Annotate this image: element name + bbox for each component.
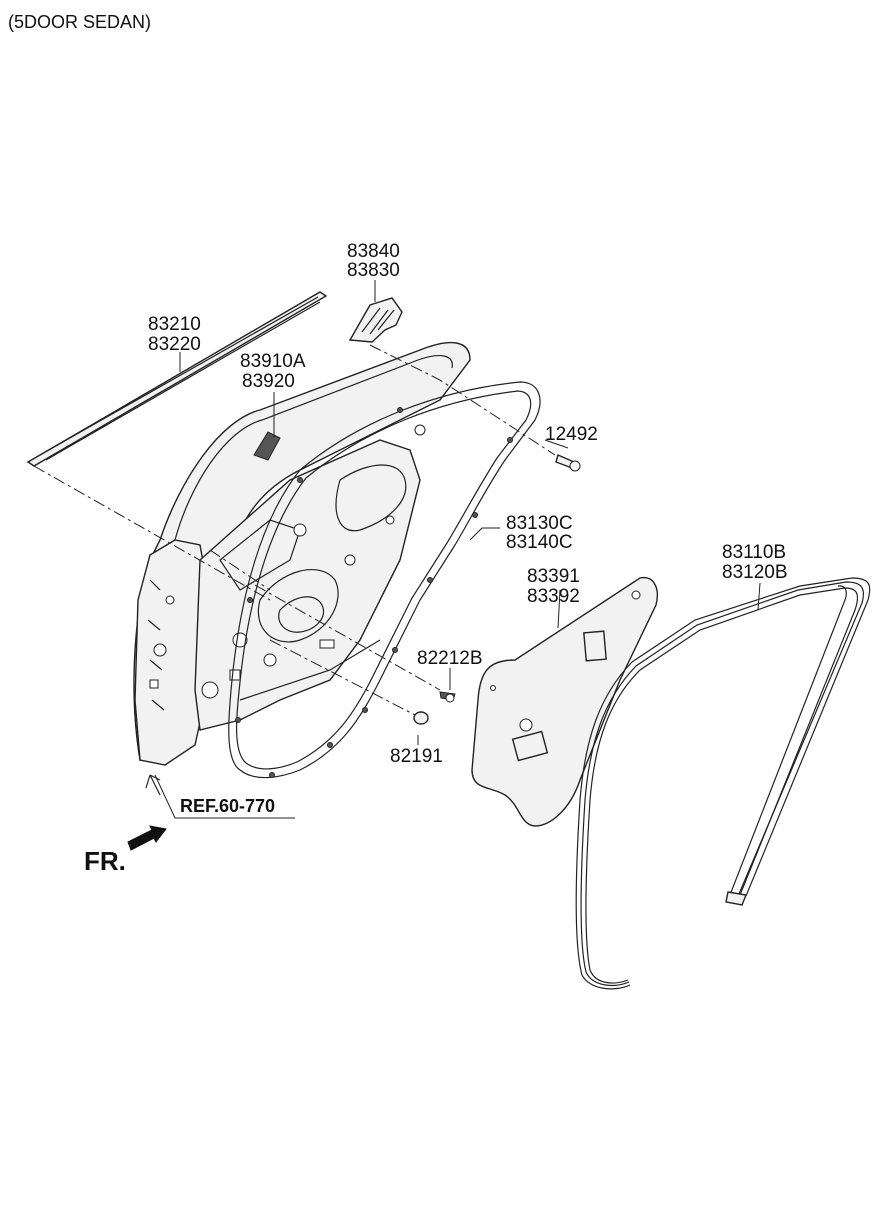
diagram-title: (5DOOR SEDAN) xyxy=(8,12,151,32)
part-label-83391: 83391 xyxy=(527,566,580,587)
plug-82191 xyxy=(413,711,429,725)
front-direction-arrow-icon xyxy=(127,825,167,851)
belt-moulding-strip xyxy=(26,291,328,467)
part-label-83120B: 83120B xyxy=(722,562,788,583)
door-weatherstrip xyxy=(228,381,541,779)
part-label-83392: 83392 xyxy=(527,586,580,607)
part-label-83110B: 83110B xyxy=(722,542,786,563)
part-label-83140C: 83140C xyxy=(506,532,573,553)
part-label-83220: 83220 xyxy=(148,334,201,355)
part-label-83830: 83830 xyxy=(347,260,400,281)
leader-lines xyxy=(145,280,761,819)
door-sealing-sheet xyxy=(471,576,658,827)
part-label-83920: 83920 xyxy=(242,371,295,392)
part-label-83840: 83840 xyxy=(347,241,400,262)
reference-label: REF.60-770 xyxy=(180,796,275,816)
body-weatherstrip xyxy=(575,577,871,990)
bolt-12492 xyxy=(555,454,581,472)
door-shell xyxy=(133,341,471,766)
glass-run-bracket xyxy=(348,297,403,343)
part-label-82191: 82191 xyxy=(390,746,443,767)
part-label-82212B: 82212B xyxy=(417,648,483,669)
screw-82212B xyxy=(439,691,456,703)
trim-clip-83910A xyxy=(253,431,281,461)
part-label-83130C: 83130C xyxy=(506,513,573,534)
part-label-83910A: 83910A xyxy=(240,351,306,372)
front-direction-label: FR. xyxy=(84,846,126,876)
assembly-guide-lines xyxy=(33,344,556,716)
part-label-83210: 83210 xyxy=(148,314,201,335)
part-label-12492: 12492 xyxy=(545,424,598,445)
